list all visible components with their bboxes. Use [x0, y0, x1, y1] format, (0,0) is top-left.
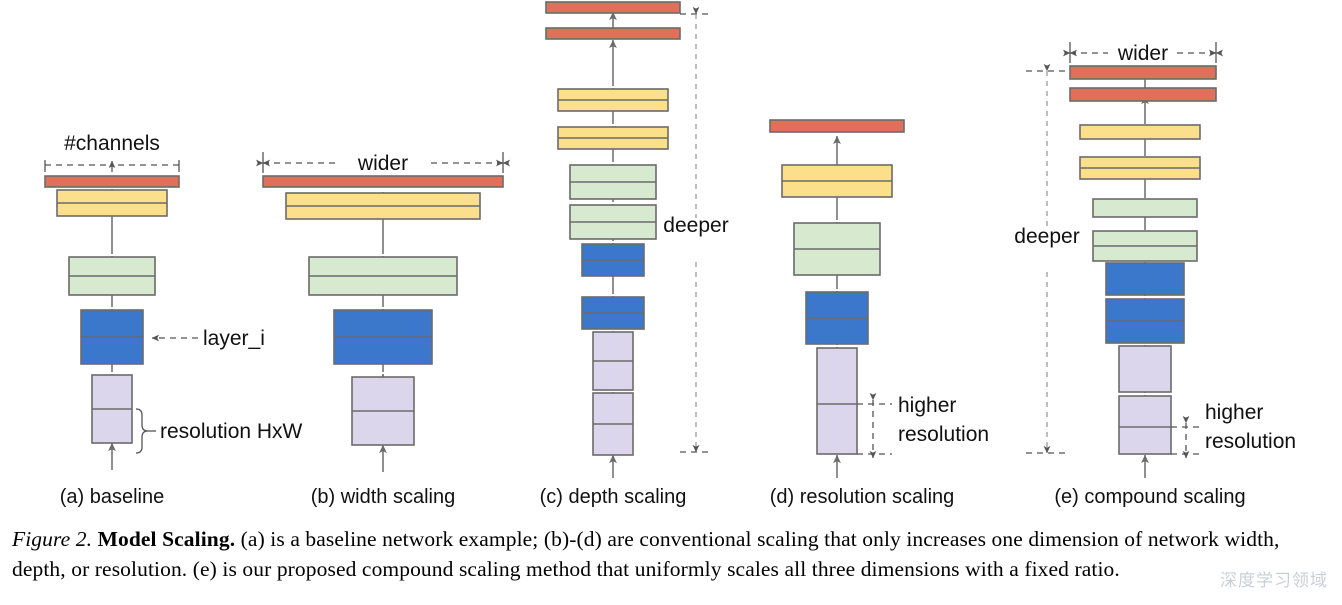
panel-d-block-output [769, 119, 905, 133]
caption-line-2: width, depth, or resolution. (e) is our … [12, 527, 1280, 581]
wider-label: wider [357, 152, 408, 175]
layer-i-label: layer_i [203, 327, 265, 350]
panel-label-e: (e) compound scaling [1054, 486, 1245, 508]
panel-a-resolution-brace [135, 408, 156, 454]
panel-e-block-output-1 [1069, 87, 1217, 102]
resolution-label: resolution [898, 423, 989, 446]
panel-e-block-mid2-2 [1079, 124, 1201, 140]
panel-label-b: (b) width scaling [311, 486, 456, 508]
deeper-label: deeper [663, 214, 728, 237]
panel-e-block-layer-i-1 [1105, 298, 1185, 344]
panel-d-block-mid1 [793, 222, 881, 276]
panel-a-block-output [44, 175, 180, 188]
panel-b-block-mid2 [285, 192, 481, 220]
panel-e-compound-scaling: wider deeper higher resolution (e) compo… [1014, 42, 1296, 508]
panel-label-d: (d) resolution scaling [770, 486, 955, 508]
panel-label-a: (a) baseline [60, 486, 165, 508]
panel-e-block-mid1-2 [1092, 198, 1198, 218]
panel-d-resolution-scaling: higher resolution (d) resolution scaling [769, 119, 989, 508]
panel-e-block-layer-i-2 [1105, 262, 1185, 296]
panel-c-block-input-1 [592, 392, 634, 456]
panel-e-block-mid1-1 [1092, 230, 1198, 262]
higher-label: higher [898, 394, 956, 417]
figure-caption: Figure 2. Model Scaling. (a) is a baseli… [0, 524, 1342, 584]
panel-b-block-output [262, 175, 504, 188]
panel-c-block-output-1 [545, 27, 681, 40]
model-scaling-diagram: #channels layer_i resolution HxW (a) bas… [44, 1, 1296, 508]
panel-a-block-mid1 [68, 256, 156, 296]
panel-c-block-layer-i-2 [581, 243, 645, 277]
panel-e-wider-measure [1062, 42, 1224, 63]
higher-label: higher [1205, 401, 1263, 424]
caption-line-1: (a) is a baseline network example; (b)-(… [235, 527, 1220, 551]
panel-b-width-scaling: wider (b) width scaling [255, 152, 511, 508]
panel-a-block-mid2 [56, 189, 168, 217]
deeper-label: deeper [1014, 225, 1079, 248]
resolution-label: resolution HxW [160, 420, 303, 443]
panel-b-block-input [351, 376, 415, 446]
channels-label: #channels [64, 132, 160, 155]
panel-c-block-layer-i-1 [581, 296, 645, 330]
panel-c-block-mid1-2 [569, 164, 657, 200]
panel-e-block-input-1 [1118, 395, 1172, 455]
panel-d-block-mid2 [781, 164, 893, 198]
panel-b-block-layer-i [333, 309, 433, 365]
panel-c-block-output-2 [545, 1, 681, 14]
panel-c-block-mid1-1 [569, 204, 657, 240]
panel-label-c: (c) depth scaling [540, 486, 687, 508]
panel-a-block-layer-i [80, 309, 144, 365]
panel-a-block-input [91, 374, 133, 444]
panel-a-baseline: #channels layer_i resolution HxW (a) bas… [44, 132, 303, 508]
panel-e-block-mid2-1 [1079, 156, 1201, 180]
panel-c-depth-scaling: deeper (c) depth scaling [540, 1, 729, 508]
panel-e-deeper-measure [1026, 63, 1068, 454]
panel-b-wider-measure [255, 152, 511, 173]
panel-c-block-mid2-2 [557, 88, 669, 112]
panel-b-block-mid1 [308, 256, 458, 296]
panel-e-block-input-2 [1118, 345, 1172, 393]
panel-c-block-mid2-1 [557, 126, 669, 150]
figure-number: Figure 2. [12, 527, 93, 551]
resolution-label: resolution [1205, 430, 1296, 453]
panel-c-deeper-measure [680, 6, 712, 453]
wider-label: wider [1117, 42, 1168, 65]
panel-a-channels-measure [44, 160, 180, 172]
panel-d-resolution-measure [857, 392, 892, 459]
panel-d-block-layer-i [805, 291, 869, 345]
panel-e-resolution-measure [1171, 415, 1200, 459]
panel-c-block-input-2 [592, 331, 634, 391]
figure-title: Model Scaling. [97, 527, 236, 551]
panel-d-block-input [816, 347, 858, 455]
panel-e-block-output-2 [1069, 65, 1217, 80]
